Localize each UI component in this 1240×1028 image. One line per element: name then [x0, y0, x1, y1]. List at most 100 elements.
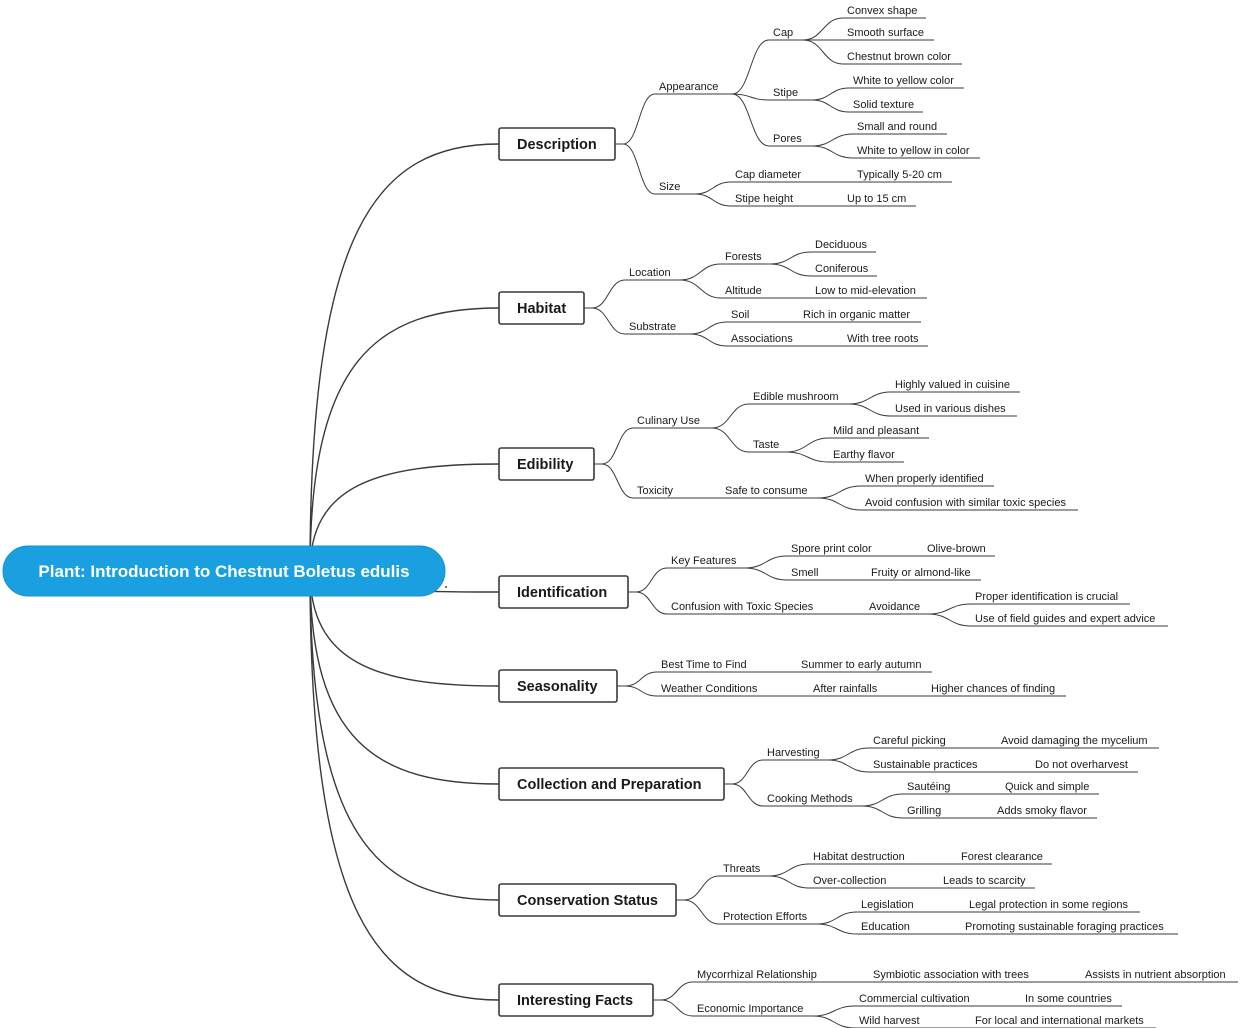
edge-taste	[711, 427, 750, 453]
node-altitude[interactable]: Altitude	[725, 285, 762, 297]
node-toxicity[interactable]: Toxicity	[637, 485, 674, 497]
node-promoting[interactable]: Promoting sustainable foraging practices	[965, 921, 1164, 933]
node-symbiotic[interactable]: Symbiotic association with trees	[873, 969, 1029, 981]
node-quicksimple[interactable]: Quick and simple	[1005, 781, 1089, 793]
node-avoidance[interactable]: Avoidance	[869, 601, 920, 613]
node-careful[interactable]: Careful picking	[873, 735, 946, 747]
node-afterrain[interactable]: After rainfalls	[813, 683, 878, 695]
node-whiteyellow[interactable]: White to yellow color	[853, 75, 954, 87]
node-pores[interactable]: Pores	[773, 133, 802, 145]
node-higherchances[interactable]: Higher chances of finding	[931, 683, 1055, 695]
node-habitatdestr[interactable]: Habitat destruction	[813, 851, 905, 863]
node-culinary[interactable]: Culinary Use	[637, 415, 700, 427]
edge-size	[622, 143, 656, 195]
node-whiteyellowcolor[interactable]: White to yellow in color	[857, 145, 970, 157]
topic-facts-label: Interesting Facts	[517, 993, 633, 1009]
node-weather[interactable]: Weather Conditions	[661, 683, 758, 695]
node-solid[interactable]: Solid texture	[853, 99, 914, 111]
node-education[interactable]: Education	[861, 921, 910, 933]
node-legislation[interactable]: Legislation	[861, 899, 914, 911]
node-fieldguides[interactable]: Use of field guides and expert advice	[975, 613, 1155, 625]
node-properidcrucial[interactable]: Proper identification is crucial	[975, 591, 1118, 603]
node-confusiontoxic[interactable]: Confusion with Toxic Species	[671, 601, 814, 613]
node-fruity[interactable]: Fruity or almond-like	[871, 567, 971, 579]
node-soil[interactable]: Soil	[731, 309, 749, 321]
node-cap[interactable]: Cap	[773, 27, 793, 39]
topic-seasonality[interactable]	[498, 669, 618, 703]
node-overcollection[interactable]: Over-collection	[813, 875, 886, 887]
node-forests[interactable]: Forests	[725, 251, 762, 263]
topic-description[interactable]	[498, 127, 616, 161]
node-convex[interactable]: Convex shape	[847, 5, 917, 17]
node-summerautumn[interactable]: Summer to early autumn	[801, 659, 921, 671]
node-coniferous[interactable]: Coniferous	[815, 263, 869, 275]
node-economic[interactable]: Economic Importance	[697, 1003, 803, 1015]
topic-collection[interactable]	[498, 767, 725, 801]
node-stipeheight[interactable]: Stipe height	[735, 193, 793, 205]
node-smell[interactable]: Smell	[791, 567, 819, 579]
node-somecountries[interactable]: In some countries	[1025, 993, 1112, 1005]
node-typ520[interactable]: Typically 5-20 cm	[857, 169, 942, 181]
node-deciduous[interactable]: Deciduous	[815, 239, 867, 251]
node-highlyvalued[interactable]: Highly valued in cuisine	[895, 379, 1010, 391]
node-sporeprint[interactable]: Spore print color	[791, 543, 872, 555]
node-cooking[interactable]: Cooking Methods	[767, 793, 853, 805]
node-lowmid[interactable]: Low to mid-elevation	[815, 285, 916, 297]
node-besttime[interactable]: Best Time to Find	[661, 659, 747, 671]
edge-deciduous	[769, 251, 812, 265]
edge-variousdishes	[848, 403, 892, 417]
node-olivebrown[interactable]: Olive-brown	[927, 543, 986, 555]
edge-associations	[689, 333, 728, 347]
topic-identification[interactable]	[498, 575, 629, 609]
node-treeroots[interactable]: With tree roots	[847, 333, 919, 345]
node-stipe[interactable]: Stipe	[773, 87, 798, 99]
node-variousdishes[interactable]: Used in various dishes	[895, 403, 1006, 415]
node-properlyid[interactable]: When properly identified	[865, 473, 984, 485]
node-sauteing[interactable]: Sautéing	[907, 781, 950, 793]
node-overharvest[interactable]: Do not overharvest	[1035, 759, 1128, 771]
node-smooth[interactable]: Smooth surface	[847, 27, 924, 39]
node-associations[interactable]: Associations	[731, 333, 793, 345]
node-mycelium[interactable]: Avoid damaging the mycelium	[1001, 735, 1148, 747]
node-threats[interactable]: Threats	[723, 863, 761, 875]
node-mycorrhizal[interactable]: Mycorrhizal Relationship	[697, 969, 817, 981]
node-earthy[interactable]: Earthy flavor	[833, 449, 895, 461]
node-location[interactable]: Location	[629, 267, 671, 279]
node-protection[interactable]: Protection Efforts	[723, 911, 808, 923]
node-nutrient[interactable]: Assists in nutrient absorption	[1085, 969, 1226, 981]
node-forestclear[interactable]: Forest clearance	[961, 851, 1043, 863]
node-edible[interactable]: Edible mushroom	[753, 391, 839, 403]
edge-soil	[689, 321, 728, 335]
node-scarcity[interactable]: Leads to scarcity	[943, 875, 1026, 887]
node-substrate[interactable]: Substrate	[629, 321, 676, 333]
topic-habitat[interactable]	[498, 291, 585, 325]
node-wildharvest[interactable]: Wild harvest	[859, 1015, 920, 1027]
node-smallround[interactable]: Small and round	[857, 121, 937, 133]
edge-earthy	[785, 451, 830, 463]
topic-edibility[interactable]	[498, 447, 595, 481]
topic-description-label: Description	[517, 137, 597, 153]
node-commercial[interactable]: Commercial cultivation	[859, 993, 970, 1005]
node-richorganic[interactable]: Rich in organic matter	[803, 309, 910, 321]
node-safe[interactable]: Safe to consume	[725, 485, 808, 497]
edge-besttime	[624, 671, 658, 687]
topic-facts[interactable]	[498, 983, 654, 1017]
node-legalprot[interactable]: Legal protection in some regions	[969, 899, 1128, 911]
topic-conservation[interactable]	[498, 883, 677, 917]
node-harvesting[interactable]: Harvesting	[767, 747, 820, 759]
node-capdiam[interactable]: Cap diameter	[735, 169, 801, 181]
node-keyfeatures[interactable]: Key Features	[671, 555, 737, 567]
node-size[interactable]: Size	[659, 181, 680, 193]
root-node[interactable]	[2, 545, 446, 597]
node-smoky[interactable]: Adds smoky flavor	[997, 805, 1087, 817]
node-sustainable[interactable]: Sustainable practices	[873, 759, 978, 771]
node-appearance[interactable]: Appearance	[659, 81, 718, 93]
node-taste[interactable]: Taste	[753, 439, 779, 451]
node-chestnutbrown[interactable]: Chestnut brown color	[847, 51, 951, 63]
node-avoidconfusion[interactable]: Avoid confusion with similar toxic speci…	[865, 497, 1066, 509]
node-markets[interactable]: For local and international markets	[975, 1015, 1144, 1027]
node-mild[interactable]: Mild and pleasant	[833, 425, 919, 437]
edge-sustainable	[827, 759, 870, 773]
node-upto15[interactable]: Up to 15 cm	[847, 193, 906, 205]
node-grilling[interactable]: Grilling	[907, 805, 941, 817]
